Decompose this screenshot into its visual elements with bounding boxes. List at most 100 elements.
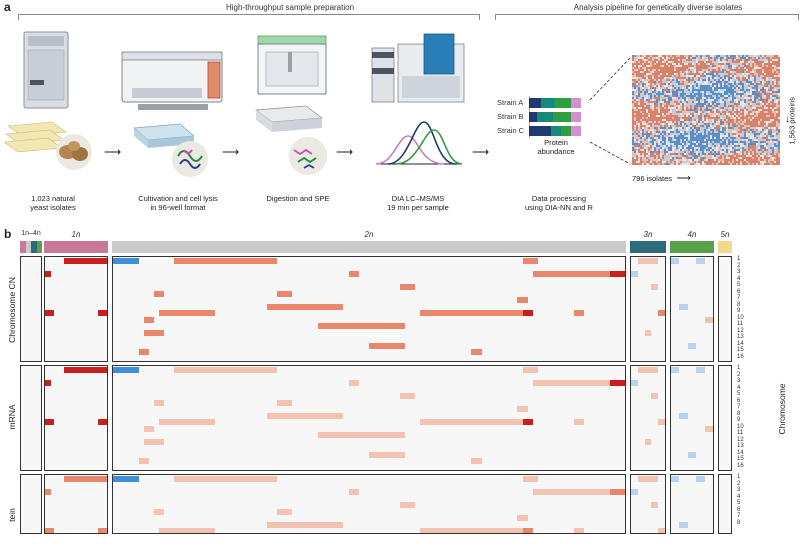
proteome-heatmap-cell	[718, 127, 720, 129]
proteome-heatmap-cell	[772, 89, 774, 91]
proteome-heatmap-cell	[712, 95, 714, 97]
proteome-heatmap-cell	[652, 163, 654, 165]
proteome-heatmap-cell	[734, 91, 736, 93]
proteome-heatmap-cell	[776, 61, 778, 63]
proteome-heatmap-cell	[688, 77, 690, 79]
proteome-heatmap-cell	[638, 59, 640, 61]
proteome-heatmap-cell	[676, 137, 678, 139]
proteome-heatmap-cell	[646, 147, 648, 149]
proteome-heatmap-cell	[668, 101, 670, 103]
proteome-heatmap-cell	[642, 119, 644, 121]
proteome-heatmap-cell	[738, 55, 740, 57]
proteome-heatmap-cell	[766, 91, 768, 93]
proteome-heatmap-cell	[714, 75, 716, 77]
proteome-heatmap-cell	[656, 137, 658, 139]
proteome-heatmap-cell	[776, 129, 778, 131]
proteome-heatmap-cell	[632, 113, 634, 115]
proteome-heatmap-cell	[722, 67, 724, 69]
proteome-heatmap-cell	[740, 159, 742, 161]
proteome-heatmap-cell	[660, 103, 662, 105]
proteome-heatmap-cell	[740, 59, 742, 61]
proteome-heatmap-cell	[704, 61, 706, 63]
proteome-heatmap-cell	[648, 147, 650, 149]
proteome-heatmap-cell	[652, 135, 654, 137]
proteome-heatmap-cell	[642, 85, 644, 87]
proteome-heatmap-cell	[750, 123, 752, 125]
proteome-heatmap-cell	[708, 137, 710, 139]
proteome-heatmap-cell	[664, 125, 666, 127]
proteome-heatmap-cell	[644, 143, 646, 145]
proteome-heatmap-cell	[736, 89, 738, 91]
proteome-heatmap-cell	[640, 87, 642, 89]
proteome-heatmap-cell	[644, 111, 646, 113]
proteome-heatmap-cell	[712, 97, 714, 99]
group-label-5n: 5n	[720, 230, 730, 239]
proteome-heatmap-cell	[770, 111, 772, 113]
proteome-heatmap-cell	[650, 97, 652, 99]
proteome-heatmap-cell	[756, 121, 758, 123]
proteome-heatmap-cell	[772, 121, 774, 123]
proteome-heatmap-cell	[764, 101, 766, 103]
proteome-heatmap-cell	[640, 111, 642, 113]
proteome-heatmap-cell	[776, 123, 778, 125]
proteome-heatmap-cell	[676, 99, 678, 101]
proteome-heatmap-cell	[712, 121, 714, 123]
proteome-heatmap-cell	[772, 87, 774, 89]
proteome-heatmap-cell	[706, 63, 708, 65]
proteome-heatmap-cell	[776, 57, 778, 59]
proteome-heatmap-cell	[684, 155, 686, 157]
proteome-heatmap-cell	[702, 79, 704, 81]
proteome-heatmap-cell	[680, 61, 682, 63]
proteome-heatmap-cell	[710, 147, 712, 149]
proteome-heatmap-cell	[730, 159, 732, 161]
proteome-heatmap-cell	[736, 109, 738, 111]
proteome-heatmap-cell	[778, 157, 780, 159]
proteome-heatmap-cell	[742, 107, 744, 109]
proteome-heatmap-cell	[654, 155, 656, 157]
proteome-heatmap-cell	[760, 57, 762, 59]
proteome-heatmap-cell	[636, 107, 638, 109]
proteome-heatmap-cell	[720, 157, 722, 159]
proteome-heatmap-cell	[758, 127, 760, 129]
proteome-heatmap-cell	[646, 89, 648, 91]
proteome-heatmap-cell	[770, 107, 772, 109]
proteome-heatmap-cell	[758, 103, 760, 105]
proteome-heatmap-cell	[748, 99, 750, 101]
proteome-heatmap-cell	[772, 135, 774, 137]
proteome-heatmap-cell	[746, 155, 748, 157]
proteome-heatmap-cell	[658, 155, 660, 157]
proteome-heatmap-cell	[724, 149, 726, 151]
proteome-heatmap-cell	[726, 83, 728, 85]
proteome-heatmap-cell	[706, 93, 708, 95]
proteome-heatmap-cell	[734, 63, 736, 65]
proteome-heatmap-cell	[734, 75, 736, 77]
heatmap-cell	[687, 342, 697, 349]
proteome-heatmap-cell	[696, 135, 698, 137]
proteome-heatmap-cell	[716, 143, 718, 145]
proteome-heatmap-cell	[772, 149, 774, 151]
proteome-heatmap-cell	[734, 61, 736, 63]
proteome-heatmap-cell	[750, 135, 752, 137]
proteome-heatmap-cell	[748, 77, 750, 79]
proteome-heatmap-cell	[678, 139, 680, 141]
proteome-heatmap-cell	[726, 101, 728, 103]
proteome-heatmap-cell	[716, 75, 718, 77]
proteome-heatmap-cell	[702, 163, 704, 165]
proteome-heatmap-cell	[742, 81, 744, 83]
proteome-heatmap-cell	[678, 99, 680, 101]
proteome-heatmap-cell	[636, 153, 638, 155]
proteome-heatmap-cell	[766, 147, 768, 149]
proteome-heatmap-cell	[768, 117, 770, 119]
proteome-heatmap-cell	[712, 91, 714, 93]
proteome-heatmap-cell	[650, 147, 652, 149]
proteome-heatmap-cell	[688, 105, 690, 107]
proteome-heatmap-cell	[742, 61, 744, 63]
proteome-heatmap-cell	[704, 127, 706, 129]
proteome-heatmap-cell	[682, 55, 684, 57]
proteome-heatmap-cell	[772, 123, 774, 125]
proteome-heatmap-cell	[642, 115, 644, 117]
proteome-heatmap-cell	[762, 119, 764, 121]
proteome-heatmap-cell	[754, 111, 756, 113]
proteome-heatmap-cell	[734, 131, 736, 133]
proteome-heatmap-cell	[726, 121, 728, 123]
